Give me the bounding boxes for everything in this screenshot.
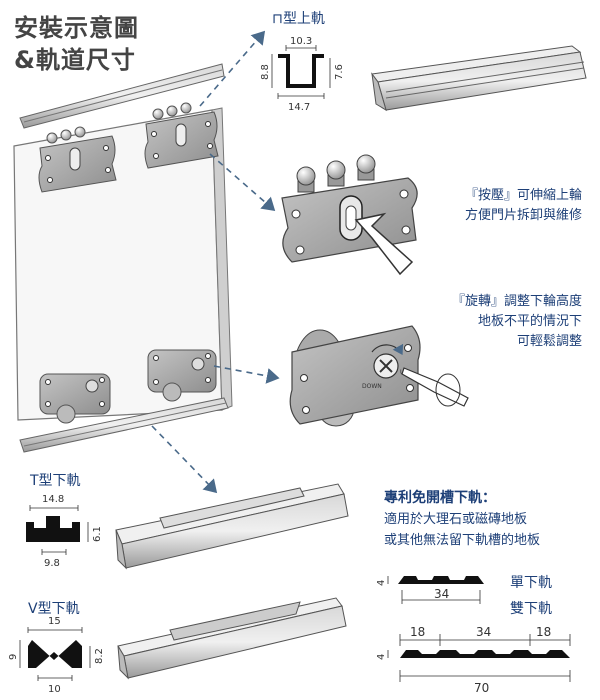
diagram-title-line1: 安裝示意圖 (14, 14, 139, 42)
rotate-note-line3: 可輕鬆調整 (516, 334, 582, 349)
v-rail-dim-bottom: 10 (48, 684, 61, 695)
double-rail-left: 18 (410, 625, 425, 639)
t-rail-label: T型下軌 (30, 473, 81, 489)
adjuster-down-mark: DOWN (362, 383, 382, 390)
wheel-knob-1 (296, 166, 316, 193)
double-rail-height: 4 (376, 654, 387, 660)
top-hanger-zoom (281, 154, 418, 276)
patent-line2: 或其他無法留下軌槽的地板 (384, 533, 541, 548)
press-note-line1: 『按壓』可伸縮上輪 (464, 188, 582, 203)
t-rail-profile: 14.8 9.8 6.1 (26, 494, 103, 569)
t-rail-dim-bottom: 9.8 (44, 558, 60, 569)
top-hanger-left (38, 126, 117, 193)
single-rail-label: 單下軌 (510, 575, 552, 591)
diagram-title-line2: &軌道尺寸 (14, 46, 136, 74)
double-rail-profile: 18 34 18 70 4 (376, 625, 571, 695)
press-note: 『按壓』可伸縮上輪 方便門片拆卸與維修 (400, 186, 582, 226)
v-rail-profile: 15 10 9 8.2 (8, 616, 105, 695)
top-rail-width-bottom: 14.7 (288, 102, 310, 113)
bottom-roller-right (147, 349, 217, 402)
double-rail-right: 18 (536, 625, 551, 639)
wheel-knob-3 (356, 154, 376, 181)
arrow-to-top-rail (199, 30, 266, 107)
top-rail-height-left: 8.8 (260, 64, 271, 80)
patent-line1: 適用於大理石或磁磚地板 (384, 512, 528, 527)
wheel-knob-2 (326, 160, 346, 187)
v-rail-dim-height-right: 8.2 (94, 648, 105, 664)
rotate-note-line2: 地板不平的情況下 (477, 314, 582, 329)
t-rail-3d (115, 483, 349, 570)
single-rail-profile: 34 4 (376, 576, 484, 604)
v-rail-dim-top: 15 (48, 616, 61, 627)
double-rail-total: 70 (474, 681, 489, 695)
door-assembly (13, 63, 233, 453)
top-rail-label: ⊓型上軌 (272, 8, 325, 28)
top-rail-width-top: 10.3 (290, 36, 312, 47)
arrow-to-bottom-rail (151, 425, 218, 494)
bottom-roller-zoom: DOWN UP (289, 325, 469, 427)
patent-note: 專利免開槽下軌： 適用於大理石或磁磚地板 或其他無法留下軌槽的地板 (384, 488, 540, 551)
top-rail-3d (371, 45, 587, 112)
double-rail-label: 雙下軌 (510, 601, 552, 617)
patent-heading: 專利免開槽下軌： (384, 490, 496, 506)
press-note-line2: 方便門片拆卸與維修 (464, 208, 582, 223)
bottom-rail-installed (19, 397, 229, 453)
top-hanger-right (144, 102, 219, 169)
single-rail-width: 34 (434, 587, 449, 601)
v-rail-dim-height-left: 9 (8, 654, 19, 660)
single-rail-height: 4 (376, 580, 387, 586)
rotate-note: 『旋轉』調整下輪高度 地板不平的情況下 可輕鬆調整 (392, 292, 582, 352)
top-rail-height-right: 7.6 (334, 64, 345, 80)
rotate-note-line1: 『旋轉』調整下輪高度 (451, 294, 582, 309)
double-rail-mid: 34 (476, 625, 491, 639)
v-rail-label: V型下軌 (28, 601, 80, 617)
arrow-to-top-hanger (209, 153, 276, 212)
bottom-roller-left (39, 373, 111, 424)
pointer-arrows (151, 30, 280, 494)
top-rail-label-text: 型上軌 (282, 11, 325, 27)
top-rail-installed (19, 63, 225, 129)
t-rail-dim-top: 14.8 (42, 494, 64, 505)
t-rail-dim-height: 6.1 (92, 526, 103, 542)
finger-pointer (354, 212, 414, 276)
top-rail-glyph: ⊓ (272, 11, 283, 27)
top-rail-profile: 10.3 14.7 8.8 7.6 (260, 36, 345, 113)
v-rail-3d (117, 597, 347, 680)
